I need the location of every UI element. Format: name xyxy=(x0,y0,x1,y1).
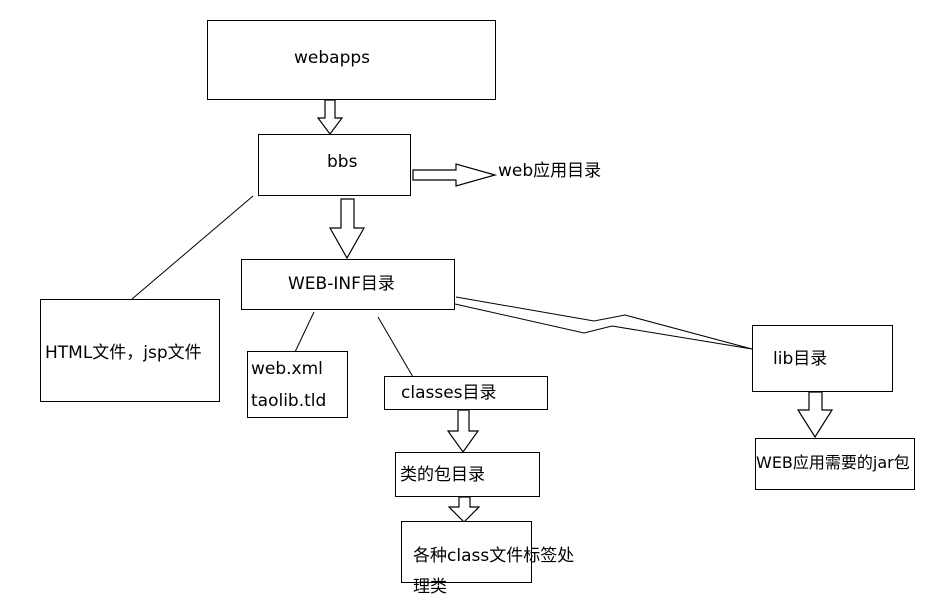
connector-webinf-to-lib-zigzag xyxy=(454,296,753,350)
arrow-webapps-to-bbs xyxy=(316,99,344,135)
jar-box: WEB应用需要的jar包 xyxy=(755,438,915,490)
jar-label: WEB应用需要的jar包 xyxy=(756,453,910,472)
bbs-box: bbs xyxy=(258,134,411,196)
arrow-package-to-classfiles xyxy=(447,496,481,523)
webxml-taolib-box: web.xml taolib.tld xyxy=(247,351,348,418)
arrow-bbs-to-webdir xyxy=(412,163,498,187)
html-jsp-box: HTML文件，jsp文件 xyxy=(40,299,220,402)
bbs-label: bbs xyxy=(327,152,358,172)
webapps-box: webapps xyxy=(207,20,496,100)
classes-label: classes目录 xyxy=(401,383,497,403)
connector-webinf-to-webxml xyxy=(294,311,315,353)
web-app-dir-label: web应用目录 xyxy=(498,161,602,181)
lib-label: lib目录 xyxy=(773,349,828,369)
classes-box: classes目录 xyxy=(384,376,548,410)
lib-box: lib目录 xyxy=(752,325,893,392)
connector-bbs-to-html xyxy=(131,195,254,300)
arrow-classes-to-package xyxy=(446,409,480,454)
web-xml-label: web.xml xyxy=(251,359,323,379)
arrow-lib-to-jar xyxy=(796,391,834,439)
connector-webinf-to-classes xyxy=(377,316,414,378)
class-files-label-line2: 理类 xyxy=(413,577,447,597)
arrow-bbs-to-webinf xyxy=(328,198,366,260)
taolib-label: taolib.tld xyxy=(251,391,327,411)
class-files-box xyxy=(401,521,532,583)
webapps-label: webapps xyxy=(294,48,371,68)
package-box: 类的包目录 xyxy=(395,452,540,497)
html-jsp-label: HTML文件，jsp文件 xyxy=(45,343,202,363)
web-inf-label: WEB-INF目录 xyxy=(288,274,395,294)
class-files-label-line1: 各种class文件标签处 xyxy=(413,546,575,566)
web-inf-box: WEB-INF目录 xyxy=(241,259,455,310)
package-label: 类的包目录 xyxy=(400,465,485,485)
